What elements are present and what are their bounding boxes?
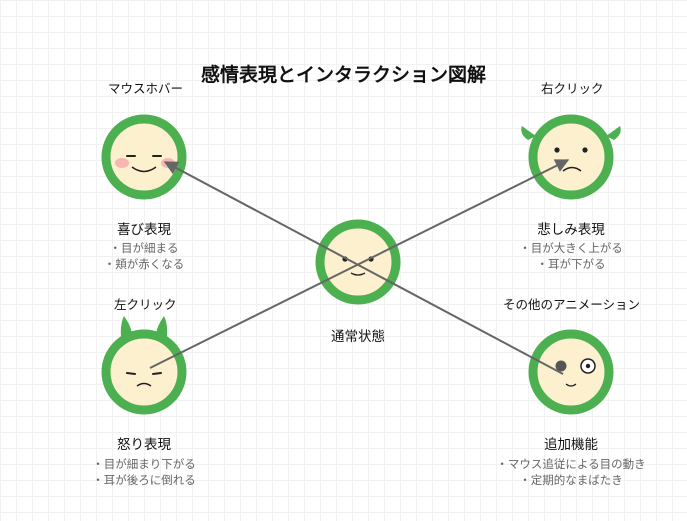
page-title: 感情表現とインタラクション図解 [200, 64, 486, 86]
mouth-small [565, 383, 577, 387]
eye-right-pupil [585, 363, 591, 369]
eye-right [152, 372, 162, 375]
label-left-click: 左クリック [114, 297, 177, 312]
ear-left [521, 126, 536, 140]
face-center-normal[interactable] [315, 219, 401, 305]
mouth-neutral [350, 272, 366, 276]
face-hover-joy[interactable] [101, 114, 187, 200]
mouth-angry [136, 382, 152, 387]
note-anger-1: ・目が細まり下がる [92, 457, 196, 471]
note-anger-2: ・耳が後ろに倒れる [92, 473, 196, 487]
label-right-click: 右クリック [541, 81, 604, 96]
note-extra-2: ・定期的なまばたき [519, 473, 623, 487]
notes-joy: ・目が細まる ・頬が赤くなる [84, 240, 204, 272]
ear-right [606, 126, 621, 140]
label-other-animation: その他のアニメーション [503, 297, 641, 312]
arrow-to-right-click [149, 159, 570, 369]
notes-extra: ・マウス追従による目の動き ・定期的なまばたき [491, 456, 651, 488]
note-joy-2: ・頬が赤くなる [103, 257, 185, 271]
note-extra-1: ・マウス追従による目の動き [496, 457, 646, 471]
ear-left [120, 316, 132, 337]
note-joy-1: ・目が細まる [109, 241, 179, 255]
eye-left [126, 372, 136, 375]
blush-left [115, 158, 129, 168]
caption-extra: 追加機能 [544, 437, 598, 453]
eye-left-closed [555, 360, 567, 372]
ear-right [156, 316, 168, 337]
label-hover: マウスホバー [108, 81, 184, 96]
eye-right [582, 147, 588, 153]
face-left-click-angry[interactable] [101, 316, 187, 415]
face-other-eye-tracking[interactable] [528, 329, 614, 415]
face-right-click-sad[interactable] [521, 114, 621, 200]
caption-anger: 怒り表現 [117, 437, 171, 453]
caption-joy: 喜び表現 [117, 222, 171, 238]
eye-left [554, 147, 560, 153]
note-sad-2: ・耳が下がる [536, 257, 606, 271]
mouth-smile [131, 166, 157, 173]
arrow-to-hover [163, 161, 564, 375]
caption-normal: 通常状態 [331, 329, 385, 345]
notes-anger: ・目が細まり下がる ・耳が後ろに倒れる [79, 456, 209, 488]
notes-sadness: ・目が大きく上がる ・耳が下がる [506, 240, 636, 272]
caption-sadness: 悲しみ表現 [537, 222, 605, 238]
note-sad-1: ・目が大きく上がる [519, 241, 623, 255]
